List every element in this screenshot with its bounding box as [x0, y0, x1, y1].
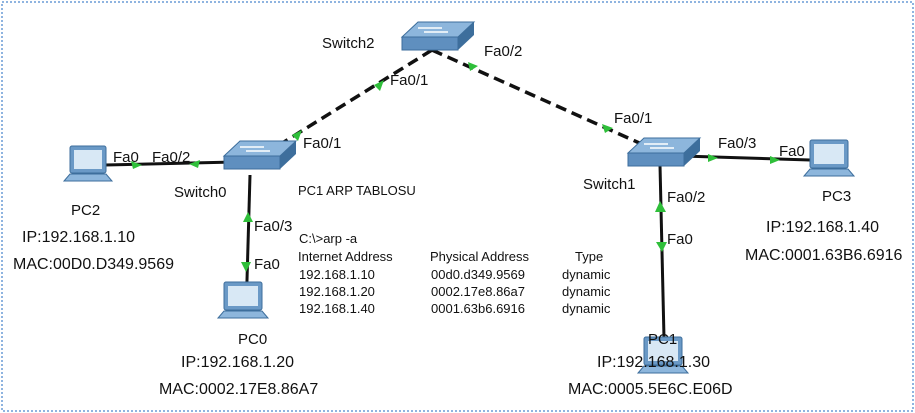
pc0-name: PC0: [238, 331, 268, 348]
arp-row-1-ip: 192.168.1.20: [299, 284, 375, 299]
switch0-name: Switch0: [174, 184, 227, 201]
pc1-mac: MAC:0005.5E6C.E06D: [568, 381, 733, 398]
switch1-name: Switch1: [583, 176, 636, 193]
link-light-sw1-fa02: [655, 201, 666, 212]
arp-command: C:\>arp -a: [299, 231, 358, 246]
switch0-icon[interactable]: [222, 140, 298, 170]
port-label-sw0-fa02: Fa0/2: [152, 149, 191, 166]
switch1-icon[interactable]: [626, 137, 702, 167]
pc2-name: PC2: [71, 202, 101, 219]
pc3-name: PC3: [822, 188, 852, 205]
link-light-pc3-fa0: [770, 156, 780, 164]
switch2-name: Switch2: [322, 35, 375, 52]
pc0-icon[interactable]: [216, 281, 270, 319]
arp-header-physical-address: Physical Address: [430, 249, 529, 264]
arp-table-title: PC1 ARP TABLOSU: [298, 183, 416, 198]
pc3-icon[interactable]: [802, 139, 856, 177]
link-light-pc1-fa0: [656, 242, 667, 252]
port-label-sw2-fa02: Fa0/2: [484, 43, 523, 60]
link-light-sw1-fa01: [602, 124, 613, 133]
arp-header-internet-address: Internet Address: [298, 249, 393, 264]
pc3-mac: MAC:0001.63B6.6916: [745, 247, 903, 264]
port-label-pc1-fa0: Fa0: [667, 231, 693, 248]
pc2-mac: MAC:00D0.D349.9569: [13, 256, 174, 273]
pc1-icon[interactable]: [636, 336, 690, 374]
port-label-sw0-fa03: Fa0/3: [254, 218, 293, 235]
port-label-pc0-fa0: Fa0: [254, 256, 280, 273]
arp-row-2-ip: 192.168.1.40: [299, 301, 375, 316]
cable-switch1-pc3: [681, 154, 811, 162]
port-label-sw1-fa02: Fa0/2: [667, 189, 706, 206]
cable-switch2-switch1: [431, 48, 656, 152]
arp-row-0-mac: 00d0.d349.9569: [431, 267, 525, 282]
pc2-ip: IP:192.168.1.10: [22, 229, 135, 246]
arp-row-0-type: dynamic: [562, 267, 611, 282]
link-light-sw0-fa03: [243, 212, 253, 222]
arp-row-1-type: dynamic: [562, 284, 611, 299]
port-label-sw1-fa01: Fa0/1: [614, 110, 653, 127]
arp-row-0-ip: 192.168.1.10: [299, 267, 375, 282]
pc0-mac: MAC:0002.17E8.86A7: [159, 381, 319, 398]
link-light-sw2-fa02: [468, 62, 478, 71]
link-light-sw2-fa01: [374, 80, 384, 91]
link-light-sw0-fa02: [189, 160, 200, 168]
cable-pc2-switch0: [104, 160, 236, 167]
arp-header-type: Type: [575, 249, 604, 264]
pc2-icon[interactable]: [62, 145, 114, 182]
port-label-pc2-fa0: Fa0: [113, 149, 139, 166]
link-light-pc0-fa0: [241, 262, 251, 272]
port-label-pc3-fa0: Fa0: [779, 143, 805, 160]
link-lights: [131, 62, 780, 272]
switch2-icon[interactable]: [400, 21, 476, 51]
port-label-sw1-fa03: Fa0/3: [718, 135, 757, 152]
arp-row-1-mac: 0002.17e8.86a7: [431, 284, 525, 299]
link-light-sw1-fa03: [708, 154, 718, 162]
arp-row-2-mac: 0001.63b6.6916: [431, 301, 525, 316]
pc1-name: PC1: [648, 331, 678, 348]
pc1-ip: IP:192.168.1.30: [597, 354, 710, 371]
port-label-sw2-fa01: Fa0/1: [390, 72, 429, 89]
port-label-sw0-fa01: Fa0/1: [303, 135, 342, 152]
link-light-pc2-fa0: [131, 161, 142, 169]
pc3-ip: IP:192.168.1.40: [766, 219, 879, 236]
pc0-ip: IP:192.168.1.20: [181, 354, 294, 371]
arp-row-2-type: dynamic: [562, 301, 611, 316]
link-light-sw0-fa01: [292, 130, 302, 141]
